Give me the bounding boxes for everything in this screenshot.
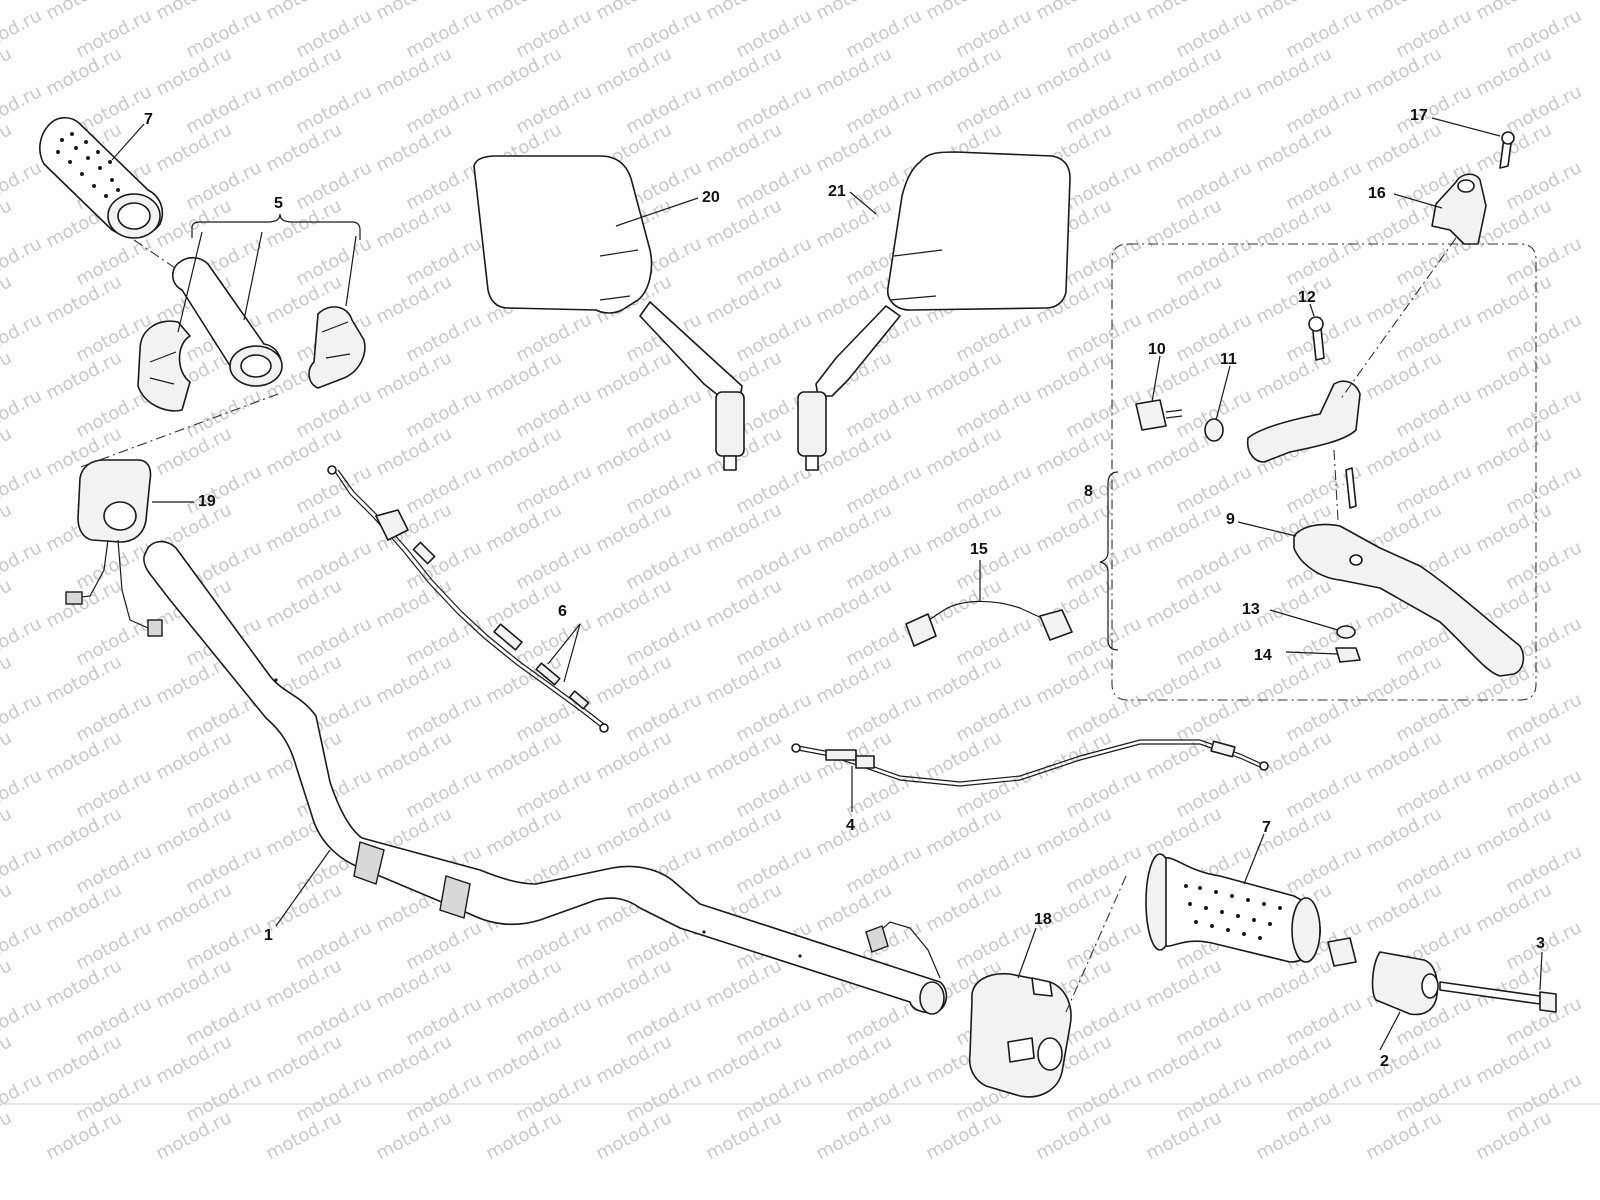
watermark-text: motod.ru bbox=[0, 271, 15, 328]
watermark-text: motod.ru bbox=[0, 651, 15, 708]
cable-4 bbox=[791, 739, 1269, 787]
watermark-text: motod.ru bbox=[1032, 0, 1115, 24]
bar-end-parts bbox=[1327, 937, 1557, 1016]
leader-lines bbox=[111, 117, 1543, 1051]
callout-14: 14 bbox=[1254, 647, 1272, 664]
watermark-text: motod.ru bbox=[0, 1107, 15, 1164]
cable-6 bbox=[327, 465, 609, 733]
left-grip bbox=[39, 116, 164, 239]
callout-7-right: 7 bbox=[1262, 819, 1271, 836]
watermark-text: motod.ru bbox=[702, 0, 785, 24]
watermark-text: motod.ru bbox=[0, 195, 15, 252]
watermark-text: motod.ru bbox=[0, 43, 15, 100]
callout-4: 4 bbox=[846, 817, 855, 834]
callout-9: 9 bbox=[1226, 511, 1235, 528]
watermark-text: motod.ru bbox=[152, 0, 235, 24]
watermark-text: motod.ru bbox=[922, 0, 1005, 24]
watermark-text: motod.ru bbox=[0, 727, 15, 784]
callout-7-left: 7 bbox=[144, 111, 153, 128]
callout-16: 16 bbox=[1368, 185, 1386, 202]
watermark-text: motod.ru bbox=[0, 347, 15, 404]
watermark-text: motod.ru bbox=[0, 879, 15, 936]
callout-17: 17 bbox=[1410, 107, 1428, 124]
watermark-text: motod.ru bbox=[262, 0, 345, 24]
callout-8: 8 bbox=[1084, 483, 1093, 500]
wiring-harness bbox=[905, 600, 1073, 647]
watermark-text: motod.ru bbox=[1362, 0, 1445, 24]
lever-assembly bbox=[1099, 243, 1537, 701]
callout-11: 11 bbox=[1220, 351, 1237, 368]
watermark-text: motod.ru bbox=[42, 0, 125, 24]
grip-alignment-line bbox=[1065, 875, 1127, 1013]
callout-13: 13 bbox=[1242, 601, 1260, 618]
watermark-text: motod.ru bbox=[372, 0, 455, 24]
watermark-text: motod.ru bbox=[592, 0, 675, 24]
callout-15: 15 bbox=[970, 541, 988, 558]
watermark-text: motod.ru bbox=[0, 803, 15, 860]
watermark-text: motod.ru bbox=[0, 1031, 15, 1088]
mirror-right bbox=[797, 151, 1071, 471]
watermark-text: motod.ru bbox=[1472, 0, 1555, 24]
grip-tube-alignment-line bbox=[133, 239, 179, 271]
handlebar bbox=[143, 540, 948, 1015]
watermark-text: motod.ru bbox=[1252, 0, 1335, 24]
switch-alignment-line bbox=[77, 393, 279, 469]
left-switch-housing bbox=[65, 459, 163, 637]
callout-21: 21 bbox=[828, 183, 846, 200]
mirror-left bbox=[473, 155, 745, 471]
watermark-text: motod.ru bbox=[812, 0, 895, 24]
watermark-text: motod.ru bbox=[0, 575, 15, 632]
watermark-text: motod.ru bbox=[0, 955, 15, 1012]
callout-20: 20 bbox=[702, 189, 720, 206]
callout-18: 18 bbox=[1034, 911, 1052, 928]
callout-10: 10 bbox=[1148, 341, 1166, 358]
callout-19: 19 bbox=[198, 493, 216, 510]
lever-clamp bbox=[1339, 131, 1515, 401]
watermark-text: motod.ru bbox=[0, 499, 15, 556]
watermark-text: motod.ru bbox=[0, 423, 15, 480]
callout-12: 12 bbox=[1298, 289, 1316, 306]
callout-2: 2 bbox=[1380, 1053, 1389, 1070]
right-switch-housing bbox=[865, 921, 1072, 1098]
watermark-text: motod.ru bbox=[482, 0, 565, 24]
watermark-text: motod.ru bbox=[1142, 0, 1225, 24]
callout-5: 5 bbox=[274, 195, 283, 212]
watermark-text: motod.ru bbox=[0, 119, 15, 176]
callout-6: 6 bbox=[558, 603, 567, 620]
throttle-assembly bbox=[137, 213, 366, 412]
callout-labels: 7 5 20 21 17 16 12 10 11 8 9 13 14 19 6 … bbox=[144, 107, 1545, 1070]
callout-3: 3 bbox=[1536, 935, 1545, 952]
right-grip bbox=[1145, 853, 1321, 963]
callout-1: 1 bbox=[264, 927, 273, 944]
